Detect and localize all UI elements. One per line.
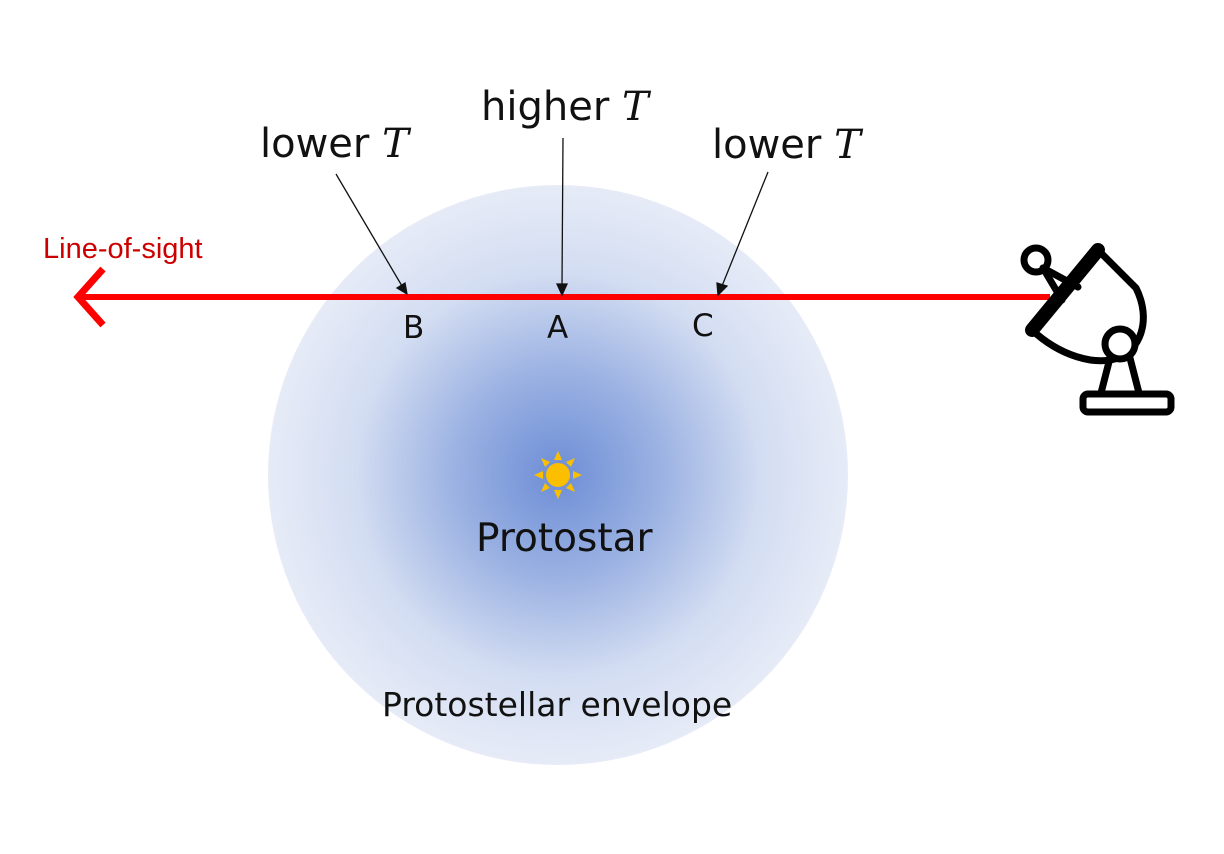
annotation-lower-t-left: lower T (260, 121, 412, 167)
sun-icon (534, 451, 582, 499)
annotation-arrow-a (555, 137, 569, 297)
annotation-arrow-b (335, 173, 408, 296)
protostar-label: Protostar (476, 516, 654, 561)
annotation-arrow-c (716, 171, 769, 297)
point-b-label: B (403, 310, 424, 346)
annotation-higher-t: higher T (481, 84, 652, 130)
envelope-label: Protostellar envelope (382, 685, 732, 724)
point-c-label: C (692, 308, 714, 344)
line-of-sight-label: Line-of-sight (43, 233, 203, 265)
radio-telescope-icon (1020, 243, 1175, 416)
point-a-label: A (547, 310, 568, 346)
annotation-lower-t-right: lower T (712, 122, 864, 168)
line-of-sight-arrowhead (73, 266, 106, 328)
